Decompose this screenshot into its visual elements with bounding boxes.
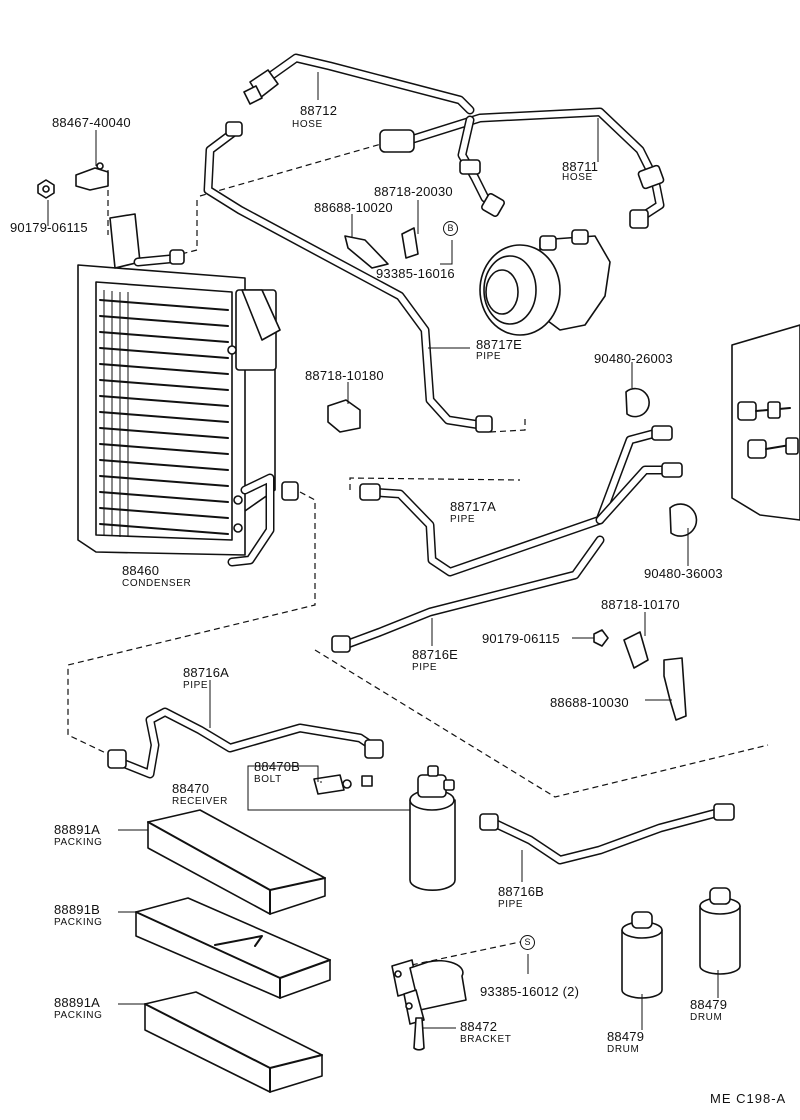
label-88716b-name: PIPE bbox=[498, 899, 524, 910]
label-88472-name: BRACKET bbox=[460, 1034, 512, 1045]
label-88716a-name: PIPE bbox=[183, 680, 209, 691]
label-88460-name: CONDENSER bbox=[122, 578, 192, 589]
label-88712: 88712 bbox=[300, 103, 338, 118]
hose-88711-drawing bbox=[379, 107, 665, 229]
label-88891b-name: PACKING bbox=[54, 917, 103, 928]
compressor-drawing bbox=[479, 229, 611, 336]
label-88717a-name: PIPE bbox=[450, 514, 476, 525]
label-88716e: 88716E bbox=[412, 647, 459, 662]
label-88891a-2: 88891A bbox=[54, 995, 101, 1010]
label-88479-left-name: DRUM bbox=[607, 1044, 640, 1055]
label-88718-20030: 88718-20030 bbox=[374, 184, 453, 199]
drums-drawing bbox=[621, 887, 741, 999]
label-88688-10020: 88688-10020 bbox=[314, 200, 393, 215]
label-88479-left: 88479 bbox=[607, 1029, 645, 1044]
dash-condenser-outlet bbox=[67, 491, 316, 756]
label-90480-26003: 90480-26003 bbox=[594, 351, 673, 366]
label-88716a: 88716A bbox=[183, 665, 230, 680]
label-93385-16012: 93385-16012 (2) bbox=[480, 984, 580, 999]
label-93385-16016: 93385-16016 bbox=[376, 266, 455, 281]
ref-s-symbol: S bbox=[520, 935, 535, 950]
label-90179-06115-top: 90179-06115 bbox=[10, 220, 88, 235]
dash-88717e bbox=[489, 418, 526, 433]
condenser-drawing bbox=[77, 213, 299, 567]
label-88891a-1: 88891A bbox=[54, 822, 101, 837]
ref-b-symbol: B bbox=[443, 221, 458, 236]
label-88718-10180: 88718-10180 bbox=[305, 368, 384, 383]
label-90480-36003: 90480-36003 bbox=[644, 566, 723, 581]
label-88717e-name: PIPE bbox=[476, 351, 502, 362]
label-88479-right-name: DRUM bbox=[690, 1012, 723, 1023]
label-90179-06115-mid: 90179-06115 bbox=[482, 631, 560, 646]
label-88716e-name: PIPE bbox=[412, 662, 438, 673]
label-88711-name: HOSE bbox=[562, 172, 593, 183]
pipe-88716a-drawing bbox=[107, 707, 384, 779]
label-88717a: 88717A bbox=[450, 499, 497, 514]
label-88711: 88711 bbox=[562, 159, 599, 174]
dash-hose-88711 bbox=[199, 139, 396, 197]
label-88467-40040: 88467-40040 bbox=[52, 115, 131, 130]
leader-lines bbox=[47, 72, 719, 1030]
label-88460: 88460 bbox=[122, 563, 160, 578]
label-88712-name: HOSE bbox=[292, 119, 323, 130]
label-88470: 88470 bbox=[172, 781, 210, 796]
label-88717e: 88717E bbox=[476, 337, 523, 352]
diagram-code: ME C198-A bbox=[710, 1091, 787, 1106]
dash-88717a bbox=[349, 477, 521, 490]
body-panel-drawing bbox=[731, 324, 800, 521]
label-88891b: 88891B bbox=[54, 902, 101, 917]
label-88718-10170: 88718-10170 bbox=[601, 597, 680, 612]
label-88479-right: 88479 bbox=[690, 997, 728, 1012]
dash-88716e-88716b bbox=[314, 649, 769, 798]
bracket-88472-drawing bbox=[391, 959, 467, 1051]
label-88470-name: RECEIVER bbox=[172, 796, 228, 807]
label-88688-10030: 88688-10030 bbox=[550, 695, 629, 710]
small-parts-drawing bbox=[37, 162, 698, 795]
packings-drawing bbox=[135, 809, 331, 1093]
label-88891a-2-name: PACKING bbox=[54, 1010, 103, 1021]
label-88472: 88472 bbox=[460, 1019, 498, 1034]
label-88891a-1-name: PACKING bbox=[54, 837, 103, 848]
pipe-88717a-drawing bbox=[359, 425, 683, 577]
pipe-88716e-drawing bbox=[331, 535, 605, 653]
receiver-drawing bbox=[409, 765, 456, 892]
pipe-88717e-drawing bbox=[203, 121, 493, 433]
label-88470b-name: BOLT bbox=[254, 774, 282, 785]
label-88470b: 88470B bbox=[254, 759, 301, 774]
dash-bolt-s bbox=[401, 941, 521, 968]
hose-88712-drawing bbox=[243, 53, 475, 115]
label-88716b: 88716B bbox=[498, 884, 545, 899]
pipe-88716b-drawing bbox=[479, 803, 735, 865]
